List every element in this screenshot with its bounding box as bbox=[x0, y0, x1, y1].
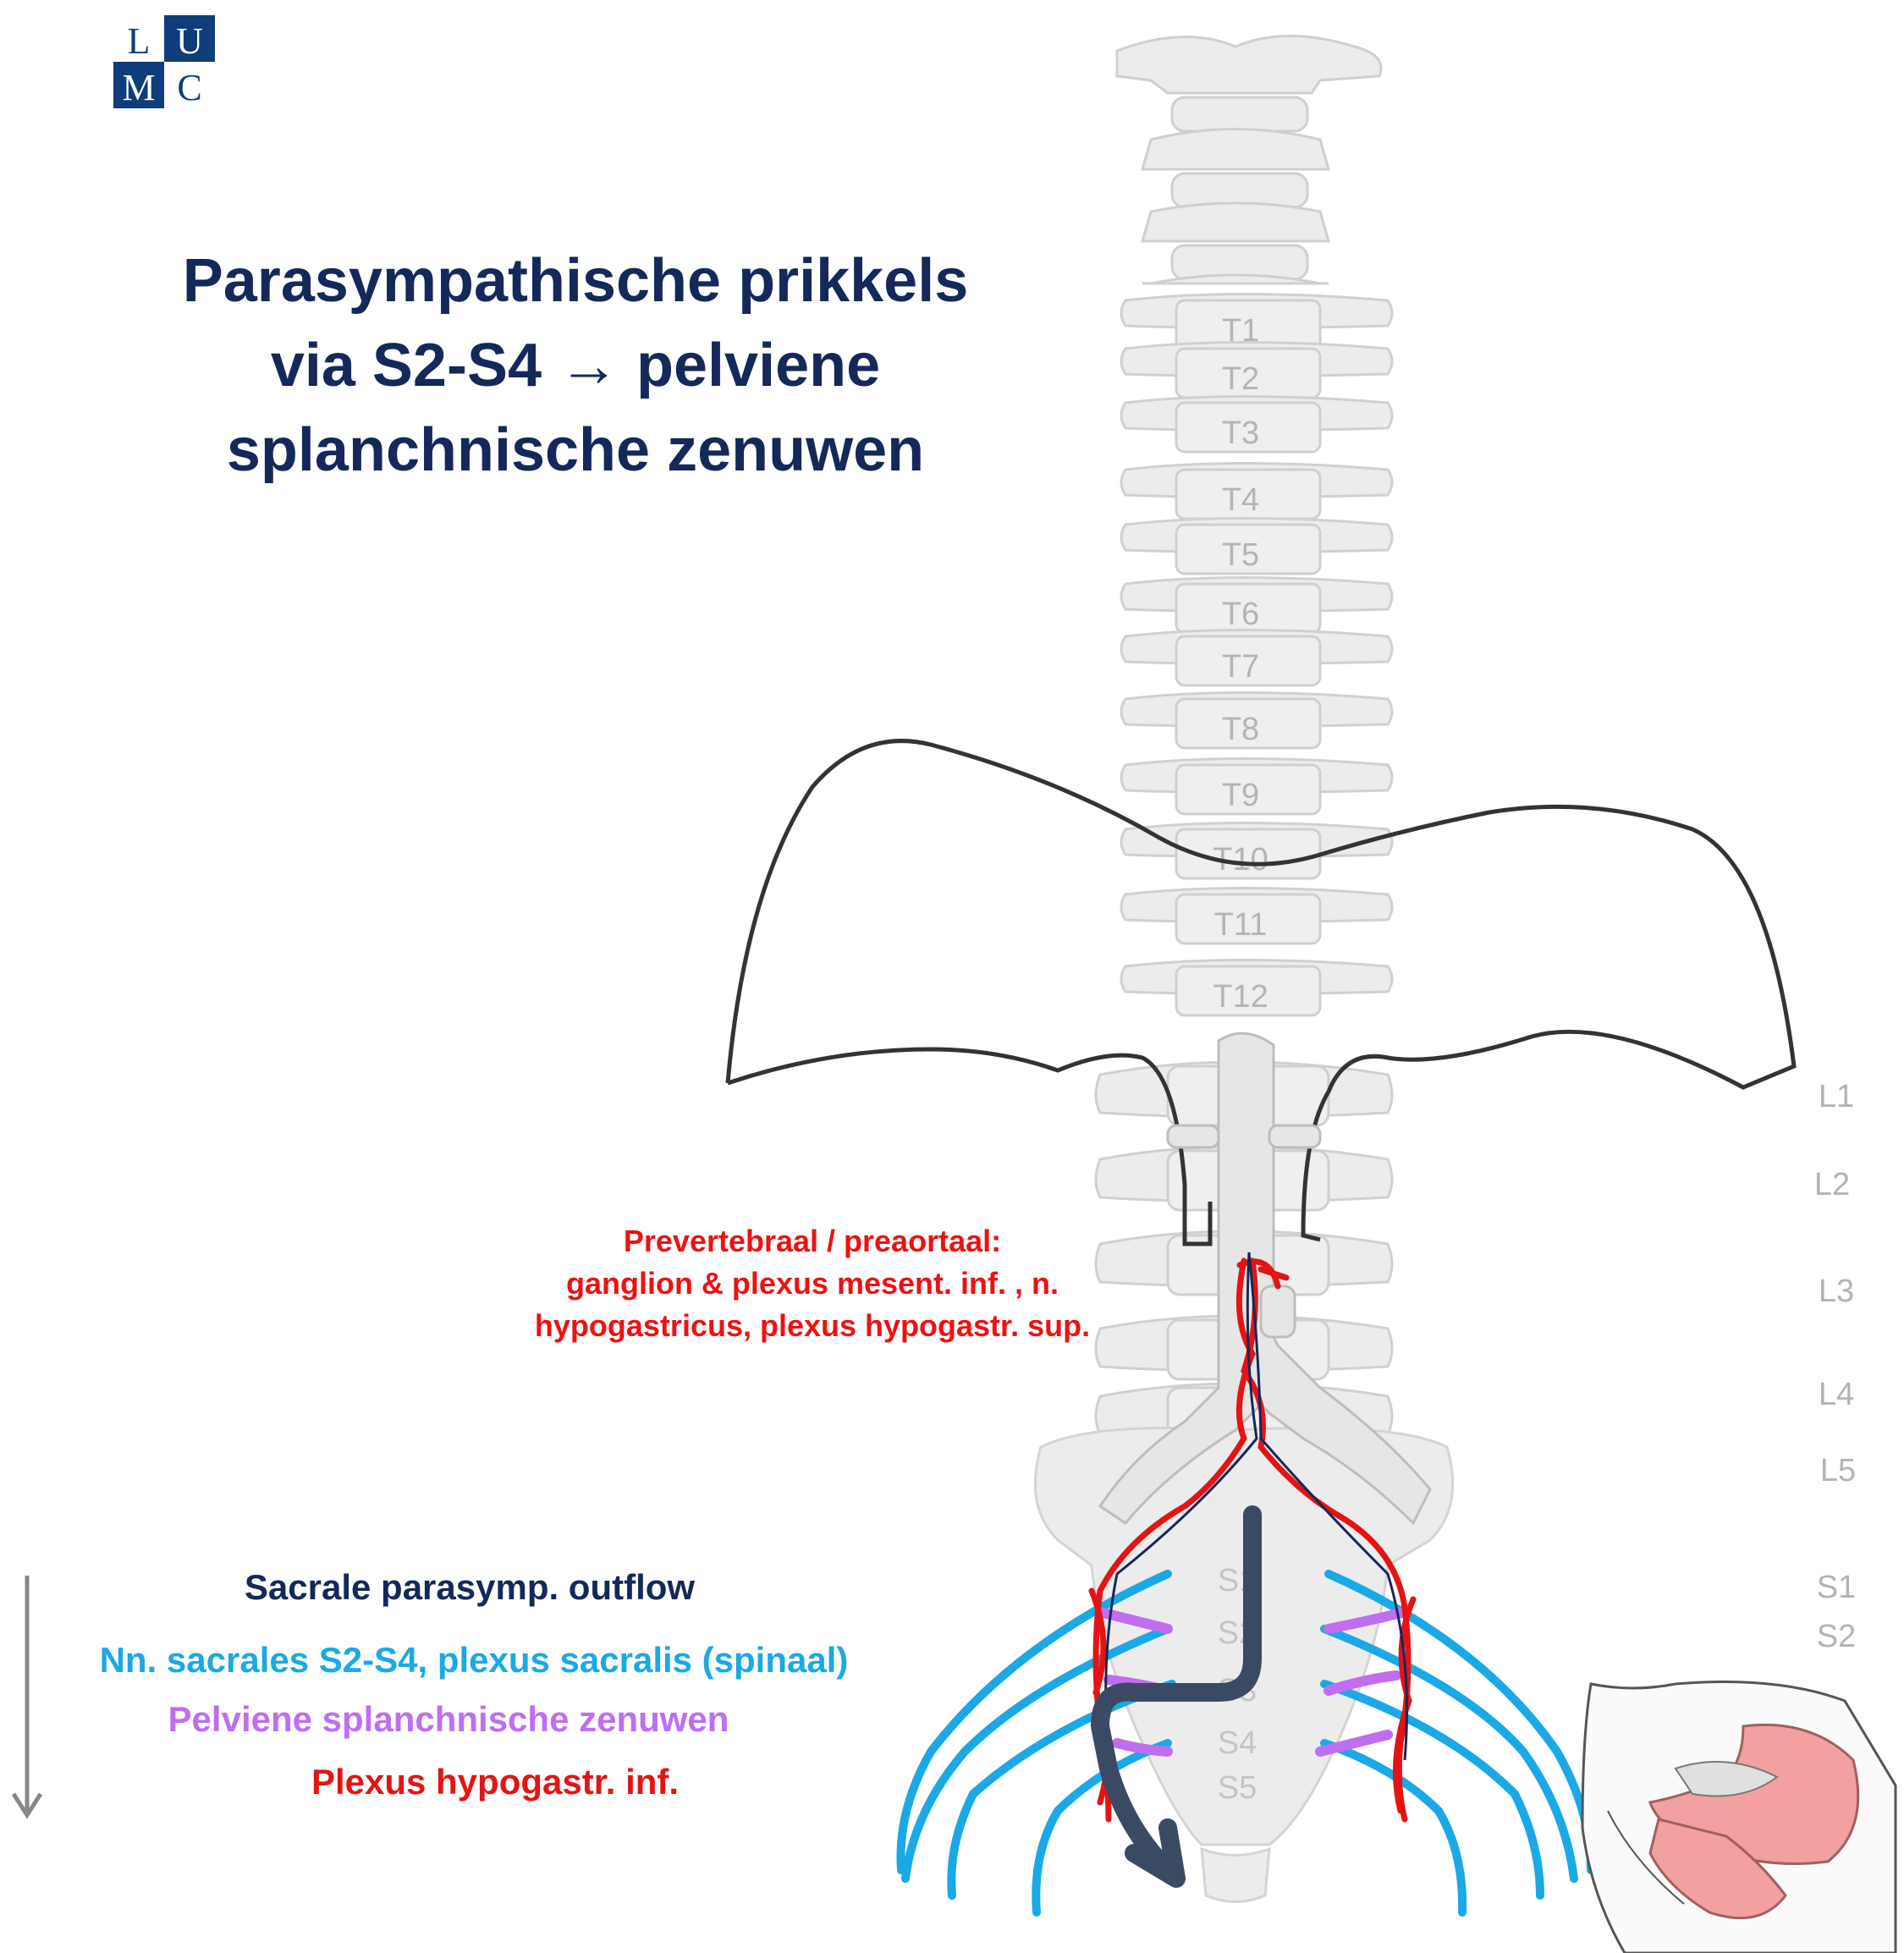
vertebra-label: T12 bbox=[1213, 979, 1268, 1015]
vertebra-label: T5 bbox=[1222, 537, 1259, 573]
preaortic-line: ganglion & plexus mesent. inf. , n. bbox=[474, 1263, 1151, 1305]
vertebra-t3: T3 bbox=[1121, 397, 1392, 453]
level-label-l1: L1 bbox=[1819, 1079, 1854, 1114]
vertebra-label: T7 bbox=[1222, 649, 1259, 685]
vertebra-t12: T12 bbox=[1121, 960, 1392, 1016]
legend-pelvic-splanchnic: Pelviene splanchnische zenuwen bbox=[110, 1699, 787, 1740]
vertebra-label: T9 bbox=[1222, 778, 1259, 813]
vertebra-t4: T4 bbox=[1121, 464, 1392, 520]
legend-sacral-nerves: Nn. sacrales S2-S4, plexus sacralis (spi… bbox=[51, 1640, 897, 1681]
vertebra-t11: T11 bbox=[1121, 888, 1392, 944]
sacral-label: S5 bbox=[1218, 1770, 1257, 1806]
title-line: splanchnische zenuwen bbox=[118, 408, 1032, 492]
level-label-l3: L3 bbox=[1819, 1274, 1854, 1309]
preaortic-line: Prevertebraal / preaortaal: bbox=[474, 1220, 1151, 1263]
level-label-s2: S2 bbox=[1817, 1619, 1856, 1654]
vertebra-label: T6 bbox=[1222, 597, 1259, 632]
lumc-logo: L U M C bbox=[113, 15, 215, 108]
level-label-s1: S1 bbox=[1817, 1570, 1856, 1605]
preaortic-line: hypogastricus, plexus hypogastr. sup. bbox=[474, 1305, 1151, 1347]
logo-letter-c: C bbox=[177, 67, 201, 108]
logo-letter-u: U bbox=[176, 20, 203, 62]
legend-sacral-outflow: Sacrale parasymp. outflow bbox=[135, 1567, 804, 1608]
vertebra-t8: T8 bbox=[1121, 693, 1392, 749]
logo-letter-m: M bbox=[122, 67, 155, 108]
vertebra-label: T2 bbox=[1222, 361, 1259, 397]
vertebra-t7: T7 bbox=[1121, 630, 1392, 686]
vertebra-t10: T10 bbox=[1121, 823, 1392, 879]
vertebra-label: T4 bbox=[1222, 482, 1259, 518]
vertebra-label: T3 bbox=[1222, 415, 1259, 451]
legend-inferior-plexus: Plexus hypogastr. inf. bbox=[161, 1762, 829, 1802]
vertebra-t6: T6 bbox=[1121, 578, 1392, 634]
sacral-label: S4 bbox=[1218, 1725, 1257, 1761]
page-title: Parasympathische prikkels via S2-S4 → pe… bbox=[118, 239, 1032, 492]
pelvis-section-icon bbox=[1582, 1682, 1896, 1953]
vertebra-t9: T9 bbox=[1121, 759, 1392, 815]
level-label-l2: L2 bbox=[1814, 1167, 1850, 1202]
level-label-l5: L5 bbox=[1820, 1453, 1856, 1488]
title-line: Parasympathische prikkels bbox=[118, 239, 1032, 323]
vertebra-label: T8 bbox=[1222, 712, 1259, 747]
level-label-l4: L4 bbox=[1819, 1377, 1854, 1412]
cervical-spine bbox=[1117, 36, 1381, 284]
logo-letter-l: L bbox=[128, 20, 151, 62]
vertebra-t2: T2 bbox=[1121, 343, 1392, 399]
preaortic-label: Prevertebraal / preaortaal: ganglion & p… bbox=[474, 1220, 1151, 1347]
down-arrow-icon bbox=[14, 1576, 41, 1815]
title-line: via S2-S4 → pelviene bbox=[118, 323, 1032, 408]
vertebra-label: T11 bbox=[1214, 907, 1268, 943]
vertebra-t5: T5 bbox=[1121, 519, 1392, 575]
